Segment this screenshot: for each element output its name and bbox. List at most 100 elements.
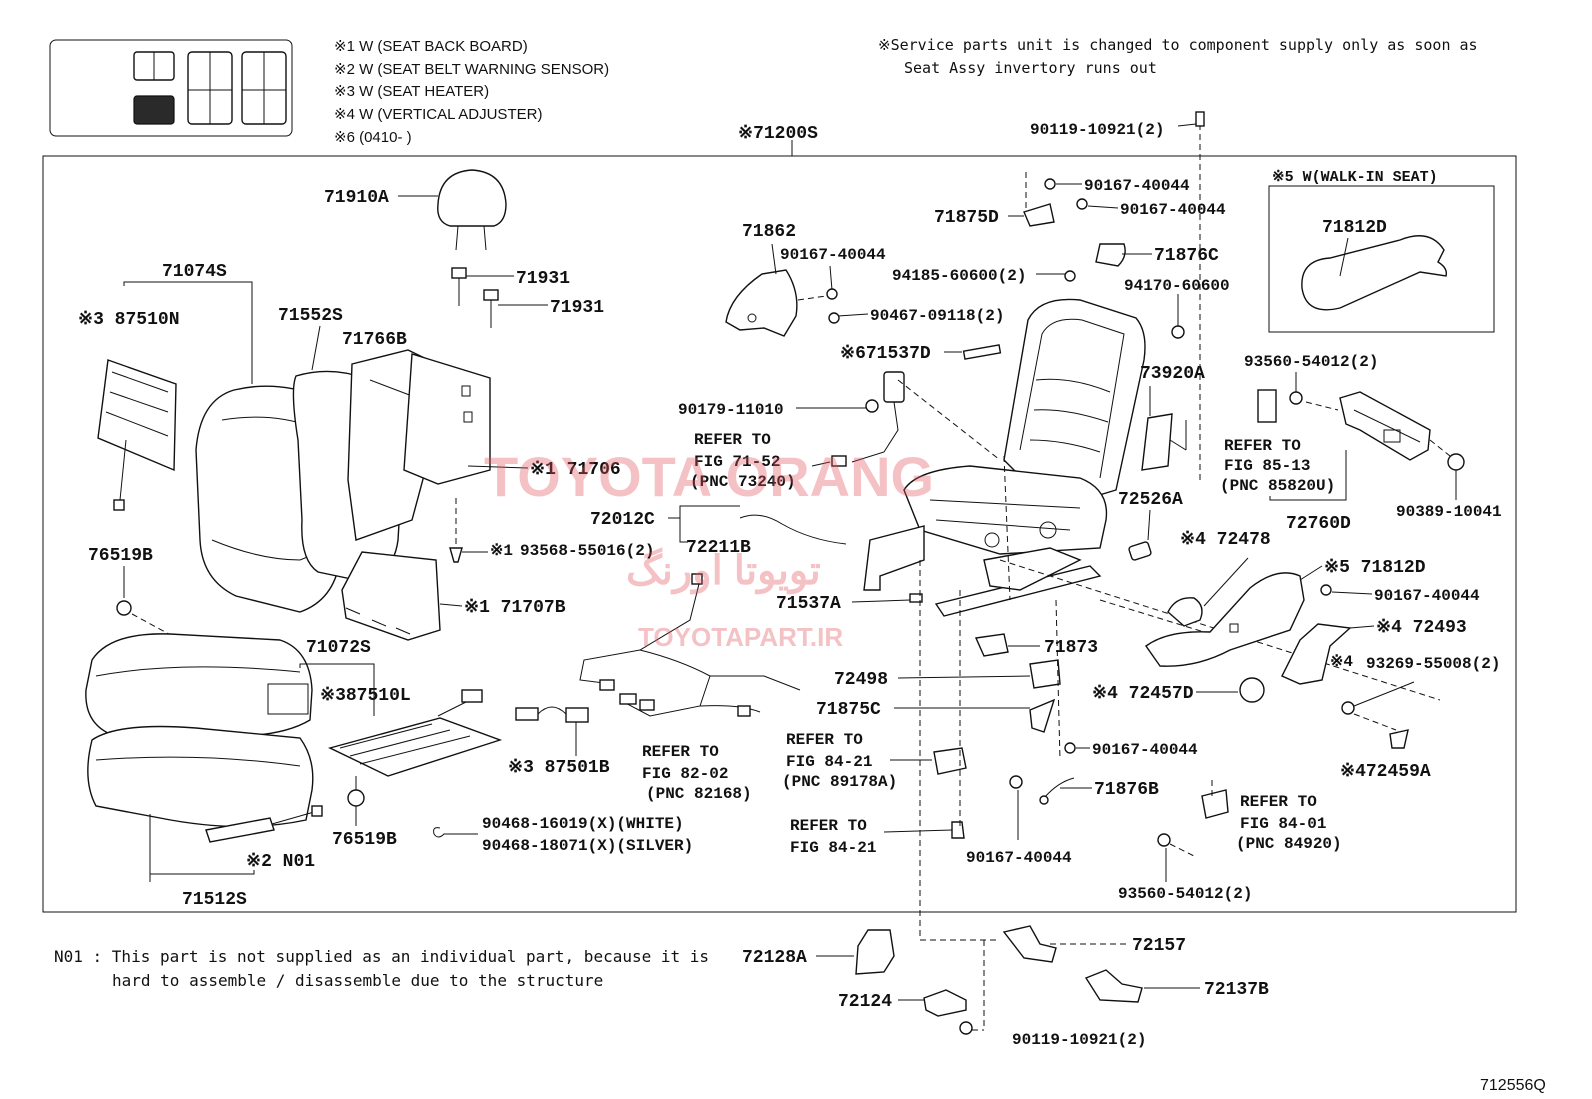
part-label-url: TOYOTAPART.IR [638, 622, 843, 652]
part-label-ref8421d: REFER TO [790, 817, 867, 835]
part-label-line2: Seat Assy invertory runs out [904, 59, 1157, 77]
part-label-p72498: 72498 [834, 670, 888, 690]
legend-note-4: ※4 W (VERTICAL ADJUSTER) [334, 106, 542, 123]
wire-harness [579, 573, 801, 717]
part-label-p72760d: 72760D [1286, 514, 1351, 534]
part-label-p72012c: 72012C [590, 510, 655, 530]
part-label-p71875c: 71875C [816, 700, 881, 720]
part-label-p90119top: 90119-10921(2) [1030, 121, 1164, 139]
part-label-p71931a: 71931 [516, 269, 570, 289]
part-label-p71910a: 71910A [324, 188, 389, 208]
watermark: TOYOTA ORANG تويوتا اورنگ TOYOTAPART.IR [484, 445, 934, 652]
part-label-ref8401c: (PNC 84920) [1236, 835, 1342, 853]
part-label-p90167d: 90167-40044 [1092, 741, 1198, 759]
belt-buckle [831, 371, 905, 467]
part-label-p90467: 90467-09118(2) [870, 307, 1004, 325]
refer-84-21-a: REFER TO FIG 84-21 (PNC 89178A) [782, 731, 967, 791]
part-label-p90167a: 90167-40044 [780, 246, 886, 264]
part-label-p76519bb: 76519B [332, 830, 397, 850]
refer-84-21-b: REFER TO FIG 84-21 [790, 817, 965, 857]
part-label-p93568mark: ※1 [490, 542, 513, 560]
part-label-ref8421b: FIG 84-21 [786, 753, 872, 771]
lower-seatback-board [341, 551, 441, 641]
part-label-ref7152c: (PNC 73240) [690, 473, 796, 491]
cushion-heater [328, 689, 503, 777]
part-label-p71862: 71862 [742, 222, 796, 242]
part-label-p71074s: 71074S [162, 262, 227, 282]
part-label-p90468b: 90468-18071(X)(SILVER) [482, 837, 693, 855]
part-label-p72493: ※4 72493 [1376, 618, 1467, 638]
part-label-p72459a: ※472459A [1340, 762, 1431, 782]
part-label-p72478: ※4 72478 [1180, 530, 1271, 550]
part-label-p71873: 71873 [1044, 638, 1098, 658]
part-label-p90167f: 90167-40044 [1374, 587, 1480, 605]
part-label-ref8421e: FIG 84-21 [790, 839, 876, 857]
connector-72760D [1339, 391, 1431, 461]
refer-71-52: REFER TO FIG 71-52 (PNC 73240) [690, 431, 831, 491]
service-note: ※Service parts unit is changed to compon… [878, 36, 1478, 77]
heater-connector [515, 706, 589, 756]
seat-side-cover [1145, 565, 1323, 667]
part-label-p71512s: 71512S [182, 890, 247, 910]
part-label-ref8202a: REFER TO [642, 743, 719, 761]
part-label-p71707b: ※1 71707B [464, 598, 566, 618]
part-label-ref8421c: (PNC 89178A) [782, 773, 897, 791]
legend-note-6: ※6 (0410- ) [334, 129, 412, 146]
belt-sensor [205, 805, 323, 843]
clip-93568 [449, 498, 463, 563]
part-label-p71072s: 71072S [306, 638, 371, 658]
part-label-p90119bot: 90119-10921(2) [1012, 1031, 1146, 1049]
assembly-label: ※71200S [738, 124, 818, 144]
headrest-support: 71931 71931 [451, 267, 604, 328]
part-label-p71931b: 71931 [550, 298, 604, 318]
cable-72211B [739, 514, 847, 545]
part-label-p72526a: 72526A [1118, 490, 1183, 510]
footnote-line-2: hard to assemble / disassemble due to th… [112, 971, 603, 990]
part-label-p72211b: 72211B [686, 538, 751, 558]
part-label-ref8401a: REFER TO [1240, 793, 1317, 811]
part-label-ref7152b: FIG 71-52 [694, 453, 780, 471]
assembly-frame [42, 155, 1517, 913]
refer-85-13: REFER TO FIG 85-13 (PNC 85820U) [1220, 437, 1335, 495]
part-label-p93269: 93269-55008(2) [1366, 655, 1500, 673]
part-label-ref8421a: REFER TO [786, 731, 863, 749]
part-label-line1: ※Service parts unit is changed to compon… [878, 36, 1478, 54]
part-label-p76519ba: 76519B [88, 546, 153, 566]
part-label-p94185: 94185-60600(2) [892, 267, 1026, 285]
part-label-ref8401b: FIG 84-01 [1240, 815, 1326, 833]
seat-frame [863, 298, 1146, 617]
footnote-line-1: N01 : This part is not supplied as an in… [54, 947, 709, 966]
seat-cushion-pad [87, 725, 314, 828]
part-label-arabic: تويوتا اورنگ [626, 547, 821, 595]
part-label-ref8513a: REFER TO [1224, 437, 1301, 455]
part-label-p93568: 93568-55016(2) [520, 542, 654, 560]
part-label-p87510l: ※387510L [320, 686, 411, 706]
refer-84-01: REFER TO FIG 84-01 (PNC 84920) [1201, 780, 1342, 853]
part-label-p72157: 72157 [1132, 936, 1186, 956]
part-label-ref8202b: FIG 82-02 [642, 765, 728, 783]
part-label-p71537d: ※671537D [840, 344, 931, 364]
part-label-ref7152a: REFER TO [694, 431, 771, 449]
part-label-ref8513c: (PNC 85820U) [1220, 477, 1335, 495]
part-label-p71875d: 71875D [934, 208, 999, 228]
part-label-p93560a: 93560-54012(2) [1244, 353, 1378, 371]
part-label-pn01: ※2 N01 [246, 852, 315, 872]
legend-note-3: ※3 W (SEAT HEATER) [334, 83, 489, 100]
seat-cushion-cover [85, 633, 313, 737]
part-label-p73920a: 73920A [1140, 364, 1205, 384]
part-label-p90167c: 90167-40044 [1120, 201, 1226, 219]
part-label-p71537a: 71537A [776, 594, 841, 614]
part-label-p71812d: ※5 71812D [1324, 558, 1426, 578]
headrest: 71910A [324, 169, 507, 251]
part-label-p90389: 90389-10041 [1396, 503, 1502, 521]
walk-in-seat-box: ※5 W(WALK-IN SEAT) 71812D [1268, 169, 1495, 333]
part-label-p94170: 94170-60600 [1124, 277, 1230, 295]
seatback-board [403, 353, 491, 485]
part-label-p93560b: 93560-54012(2) [1118, 885, 1252, 903]
part-label-p71766b: 71766B [342, 330, 407, 350]
part-label-p72124: 72124 [838, 992, 892, 1012]
part-label-p87501b: ※3 87501B [508, 758, 610, 778]
part-label-p93269mark: ※4 [1330, 653, 1353, 671]
seatback-heater [97, 359, 177, 511]
